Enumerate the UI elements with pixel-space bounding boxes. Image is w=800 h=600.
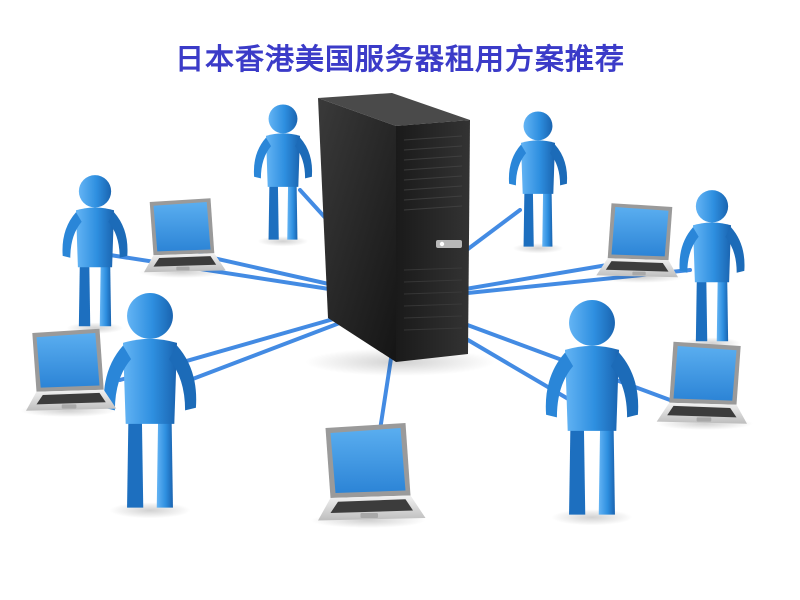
person-node-far-left <box>62 175 128 334</box>
person-icon <box>508 111 568 254</box>
server-tower-icon <box>305 93 495 376</box>
person-node-top-left <box>253 104 313 247</box>
person-node-front-right <box>545 299 639 526</box>
back-nodes <box>62 104 745 349</box>
laptop-node-upper-left <box>138 198 226 278</box>
laptop-icon <box>596 203 684 283</box>
laptop-node-bottom <box>310 423 426 528</box>
laptop-node-upper-right <box>596 203 684 283</box>
person-node-front-left <box>103 292 197 519</box>
person-icon <box>62 175 128 334</box>
laptop-node-right <box>656 341 754 430</box>
laptop-node-left <box>19 328 117 417</box>
person-icon <box>679 190 745 349</box>
laptop-icon <box>656 341 754 430</box>
front-nodes <box>19 292 754 528</box>
person-node-far-right <box>679 190 745 349</box>
laptop-icon <box>138 198 226 278</box>
person-icon <box>253 104 313 247</box>
laptop-icon <box>310 423 426 528</box>
page-title: 日本香港美国服务器租用方案推荐 <box>174 42 625 76</box>
person-icon <box>545 299 639 526</box>
person-node-top-right <box>508 111 568 254</box>
laptop-icon <box>19 328 117 417</box>
person-icon <box>103 292 197 519</box>
